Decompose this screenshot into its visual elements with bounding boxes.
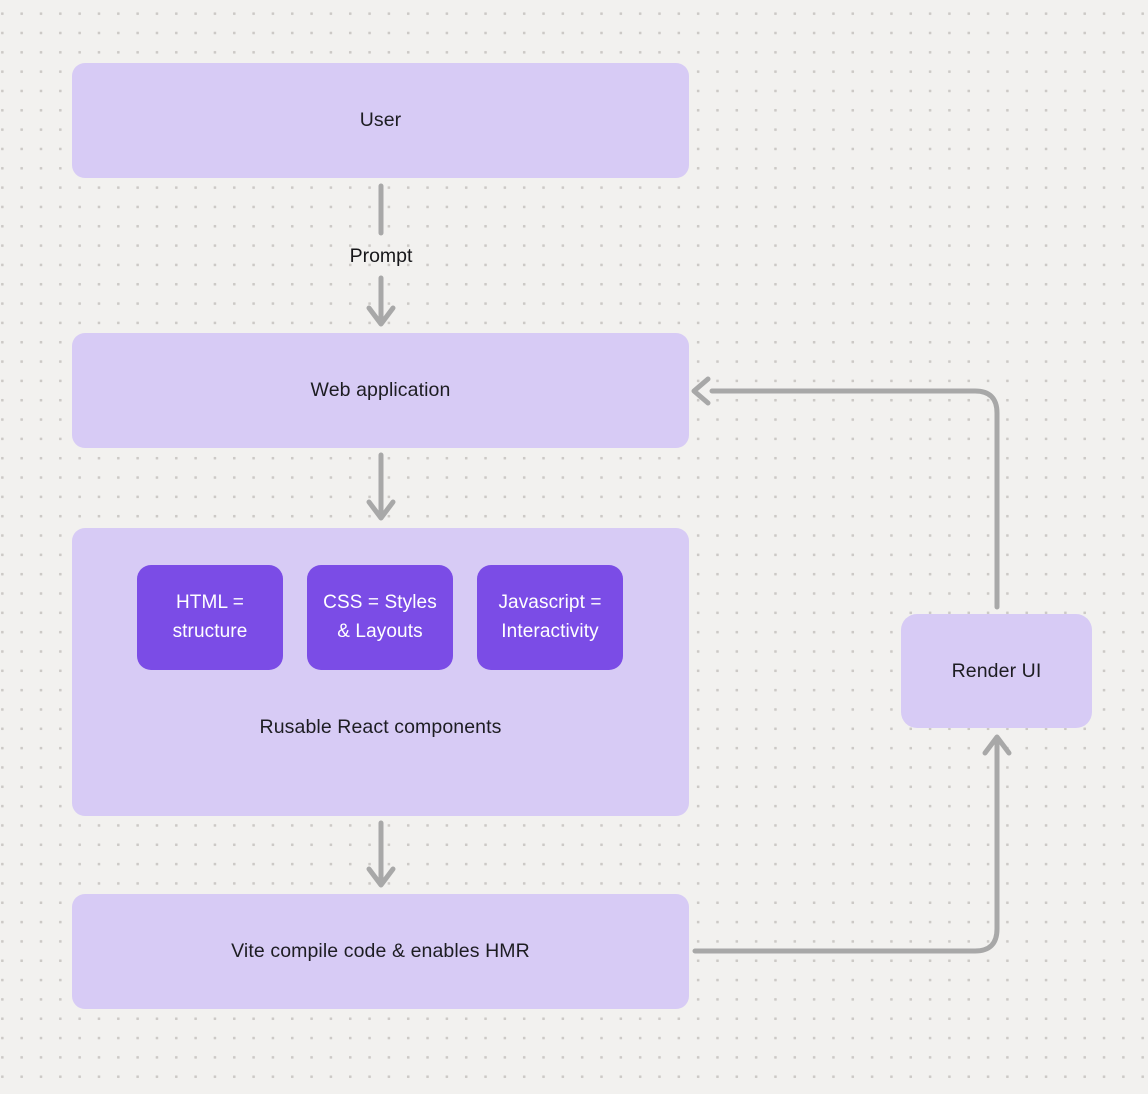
edge-render-ui-to-webapp[interactable] xyxy=(709,388,1000,610)
arrowhead-down-icon xyxy=(366,866,396,888)
node-components-group[interactable]: HTML = structure CSS = Styles & Layouts … xyxy=(72,528,689,816)
node-css[interactable]: CSS = Styles & Layouts xyxy=(307,565,453,670)
node-html-label: HTML = structure xyxy=(172,592,248,642)
components-group-caption: Rusable React components xyxy=(259,716,502,738)
node-vite[interactable]: Vite compile code & enables HMR xyxy=(72,894,689,1009)
node-web-application[interactable]: Web application xyxy=(72,333,689,448)
node-user[interactable]: User xyxy=(72,63,689,178)
node-javascript-label: Javascript = Interactivity xyxy=(498,592,602,642)
edge-vite-to-render-ui[interactable] xyxy=(692,739,1000,954)
arrowhead-down-icon xyxy=(366,305,396,327)
node-html[interactable]: HTML = structure xyxy=(137,565,283,670)
node-render-ui-label: Render UI xyxy=(951,659,1042,682)
arrowhead-down-icon xyxy=(366,499,396,521)
arrowhead-left-icon xyxy=(691,376,711,406)
node-css-label: CSS = Styles & Layouts xyxy=(323,592,437,642)
edge-label-prompt: Prompt xyxy=(349,245,413,267)
node-render-ui[interactable]: Render UI xyxy=(901,614,1092,728)
node-vite-label: Vite compile code & enables HMR xyxy=(231,940,530,962)
node-javascript[interactable]: Javascript = Interactivity xyxy=(477,565,623,670)
arrowhead-up-icon xyxy=(982,734,1012,756)
node-user-label: User xyxy=(359,109,402,131)
node-web-application-label: Web application xyxy=(310,379,451,401)
